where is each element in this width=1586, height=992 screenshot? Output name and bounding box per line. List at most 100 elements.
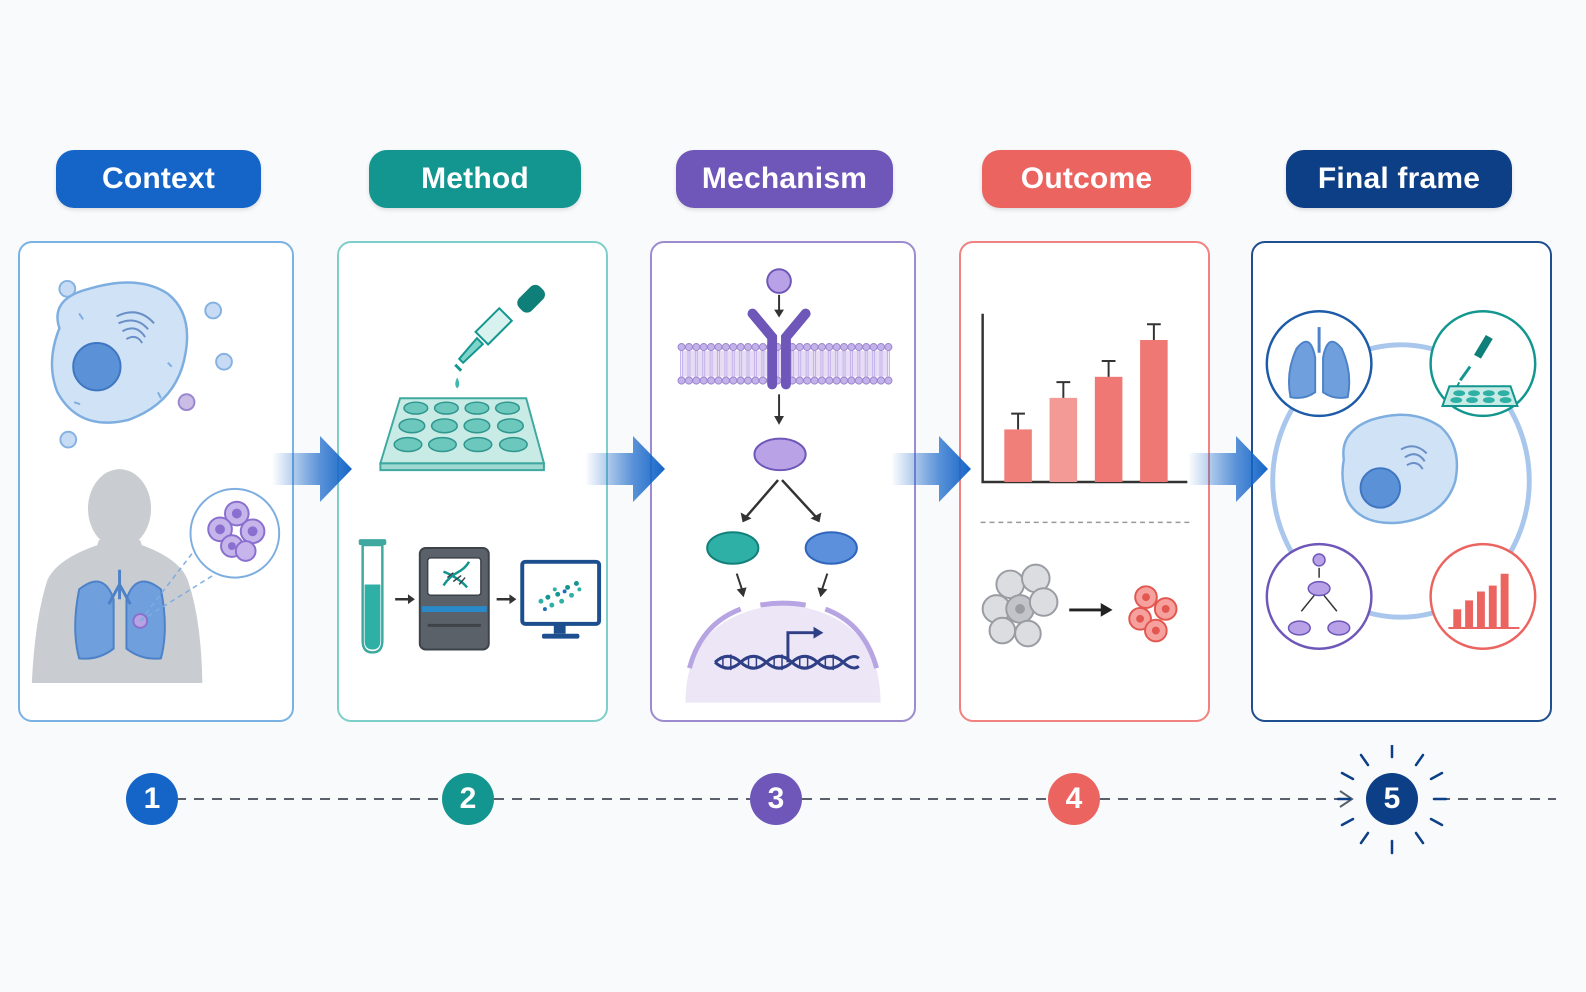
membrane-head xyxy=(840,376,849,385)
membrane-head xyxy=(884,343,893,352)
membrane-tail xyxy=(702,350,706,377)
membrane-tail xyxy=(842,350,846,377)
step-circle-3 xyxy=(750,773,802,825)
sunburst-icon xyxy=(1336,745,1448,855)
pathway-icon xyxy=(1265,542,1373,650)
stage-pill-mechanism: Mechanism xyxy=(676,150,893,208)
membrane-head xyxy=(677,343,686,352)
step-circle-5 xyxy=(1366,773,1418,825)
red-cells-icon xyxy=(1128,585,1178,643)
membrane-head xyxy=(714,343,723,352)
membrane-head xyxy=(876,376,886,385)
stage-title-method: Method xyxy=(421,162,529,195)
membrane-head xyxy=(729,376,738,385)
final-frame-illustration xyxy=(1265,310,1537,650)
membrane-head xyxy=(714,376,723,385)
membrane-tail xyxy=(872,350,876,377)
membrane-head xyxy=(847,376,856,385)
timeline xyxy=(126,745,1556,855)
method-panel xyxy=(337,241,608,722)
cell-icon xyxy=(50,281,189,424)
outcome-bar xyxy=(1094,376,1123,482)
stage-title-final-frame: Final frame xyxy=(1317,162,1481,195)
step-number-3: 3 xyxy=(767,782,785,815)
receptor-icon xyxy=(747,308,811,390)
membrane-head xyxy=(758,343,767,352)
outcome-error-bar xyxy=(1011,412,1025,430)
outcome-panel xyxy=(959,241,1210,722)
tumor-cells-icon xyxy=(189,487,281,579)
membrane-head xyxy=(677,376,686,385)
membrane-tail xyxy=(835,350,839,377)
membrane-tail xyxy=(709,350,713,377)
flow-arrow-2 xyxy=(585,436,665,502)
ligand-icon xyxy=(766,268,792,294)
membrane-tail xyxy=(687,350,691,377)
flow-arrow-3 xyxy=(891,436,971,502)
membrane-head xyxy=(817,376,826,385)
outcome-bar xyxy=(1049,397,1078,482)
membrane-head xyxy=(751,343,760,352)
cell-icon xyxy=(1341,413,1459,525)
final-frame-panel xyxy=(1251,241,1552,722)
step-circle-1 xyxy=(126,773,178,825)
membrane-head xyxy=(736,376,745,385)
outcome-error-bar xyxy=(1101,360,1116,377)
membrane-head xyxy=(840,343,849,352)
membrane-head xyxy=(832,343,841,352)
membrane-head xyxy=(707,343,716,352)
membrane-tail xyxy=(805,350,809,377)
mechanism-illustration xyxy=(677,268,893,703)
signal-node-icon xyxy=(753,437,807,472)
outcome-bar xyxy=(1140,340,1168,482)
membrane-head xyxy=(847,343,856,352)
membrane-tail xyxy=(886,350,890,377)
stage-pill-method: Method xyxy=(369,150,581,208)
membrane-head xyxy=(825,343,834,352)
membrane-tail xyxy=(761,350,765,377)
membrane-tail xyxy=(724,350,728,377)
membrane-head xyxy=(862,376,871,385)
membrane-head xyxy=(810,343,819,352)
membrane-tail xyxy=(849,350,853,377)
stage-pill-final-frame: Final frame xyxy=(1286,150,1512,208)
membrane-head xyxy=(758,376,767,385)
membrane-head xyxy=(817,343,826,352)
bar-chart-icon xyxy=(981,313,1188,484)
membrane-head xyxy=(736,343,745,352)
step-number-5: 5 xyxy=(1383,782,1401,815)
membrane-head xyxy=(862,343,871,352)
membrane-head xyxy=(854,343,863,352)
membrane-head xyxy=(832,376,841,385)
membrane-head xyxy=(692,376,701,385)
membrane-head xyxy=(803,343,812,352)
arrow-icon xyxy=(1069,603,1113,617)
membrane-head xyxy=(825,376,834,385)
outcome-error-bar xyxy=(1056,381,1071,398)
membrane-head xyxy=(684,376,693,385)
stage-pill-context: Context xyxy=(56,150,261,208)
membrane-tail xyxy=(827,350,831,377)
membrane-head xyxy=(699,343,708,352)
outcome-bar xyxy=(1004,429,1032,482)
membrane-head xyxy=(869,376,878,385)
membrane-tail xyxy=(746,350,750,377)
mechanism-panel xyxy=(650,241,916,722)
membrane-head xyxy=(692,343,701,352)
membrane-tail xyxy=(820,350,824,377)
membrane-tail xyxy=(739,350,743,377)
membrane-tail xyxy=(879,350,883,377)
membrane-head xyxy=(795,343,804,352)
context-illustration xyxy=(31,279,281,684)
membrane-tail xyxy=(813,350,816,377)
membrane-tail xyxy=(694,350,698,377)
membrane-head xyxy=(729,343,738,352)
membrane-tail xyxy=(798,350,802,377)
sequencer-icon xyxy=(418,547,490,651)
membrane-tail xyxy=(790,350,794,377)
flow-arrow-4 xyxy=(1188,436,1268,502)
membrane-head xyxy=(721,376,730,385)
human-lungs-icon xyxy=(31,469,203,684)
stage-title-context: Context xyxy=(101,162,216,195)
membrane-tail xyxy=(717,350,720,377)
